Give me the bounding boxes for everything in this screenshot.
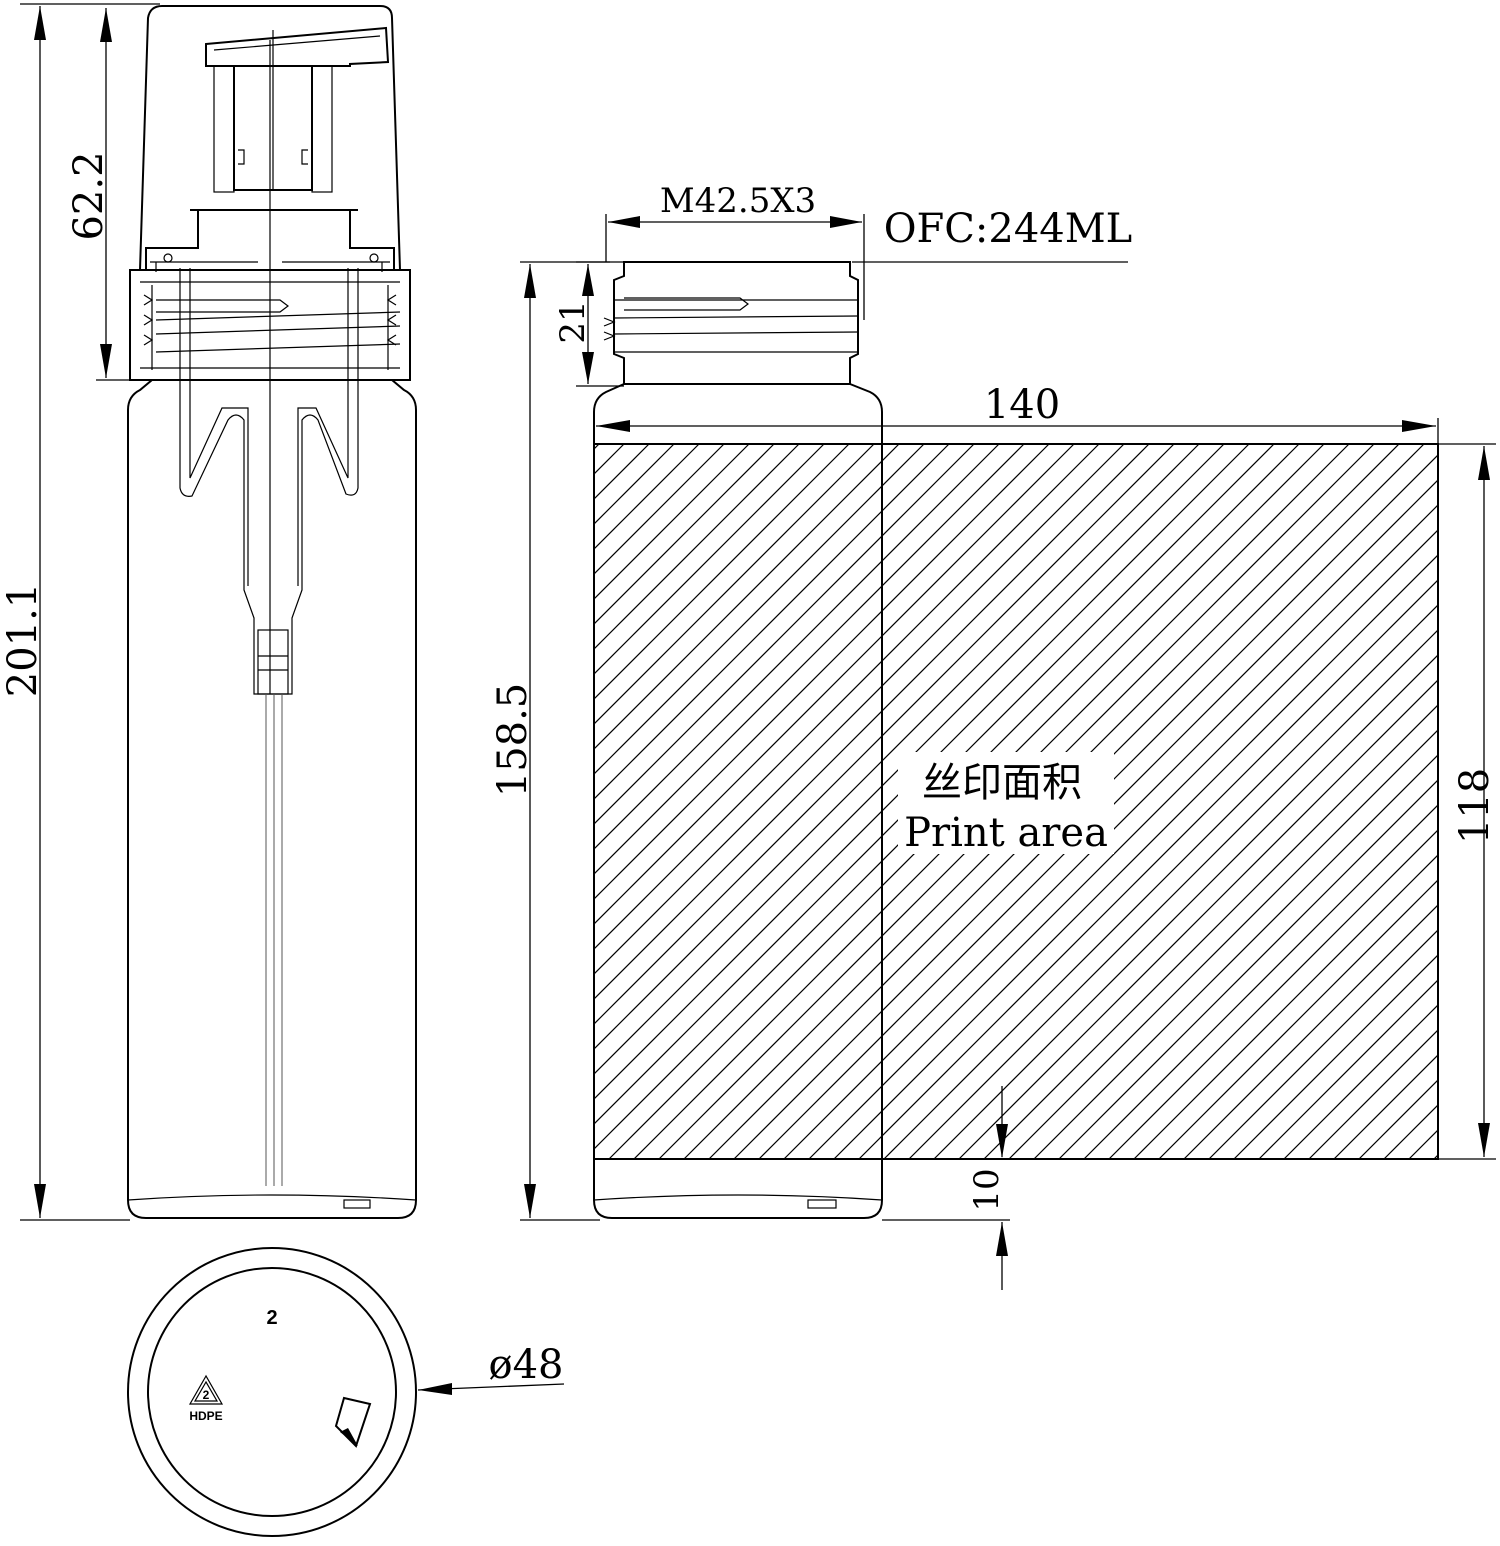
bottom-view: 2 2 HDPE ø48 bbox=[127, 1247, 565, 1537]
pump-housing bbox=[179, 40, 359, 1186]
label-print-width: 140 bbox=[984, 382, 1060, 428]
hatch-line bbox=[594, 444, 1075, 925]
hatch-line bbox=[1158, 879, 1438, 1159]
hatch-line bbox=[933, 654, 1438, 1159]
neck-thread bbox=[143, 285, 401, 370]
bottle-body-right bbox=[593, 383, 883, 1219]
hatch-line bbox=[594, 444, 1225, 1075]
hatch-line bbox=[958, 679, 1438, 1159]
dimension-print-height: 118 bbox=[1438, 443, 1498, 1160]
material-code: HDPE bbox=[189, 1409, 222, 1423]
neck-finish bbox=[603, 261, 859, 385]
hatch-line bbox=[594, 444, 850, 700]
hatch-line bbox=[1283, 1004, 1438, 1159]
hatch-line bbox=[594, 444, 600, 450]
label-bottle-height: 158.5 bbox=[490, 683, 536, 798]
hatch-line bbox=[594, 444, 1200, 1050]
label-capacity: OFC:244ML bbox=[884, 206, 1133, 252]
hatch-line bbox=[594, 444, 1250, 1100]
hatch-line bbox=[1183, 904, 1438, 1159]
hatch-line bbox=[883, 604, 1438, 1159]
mold-number: 2 bbox=[266, 1307, 277, 1329]
dimension-diameter: ø48 bbox=[417, 1342, 565, 1395]
hatch-line bbox=[808, 529, 1438, 1159]
label-diameter: ø48 bbox=[489, 1342, 564, 1388]
hatch-line bbox=[1083, 804, 1438, 1159]
hatch-line bbox=[783, 504, 1438, 1159]
hatch-line bbox=[594, 444, 925, 775]
print-area: 丝印面积 Print area bbox=[0, 443, 1439, 1160]
hatch-line bbox=[594, 444, 1025, 875]
pump-actuator bbox=[205, 26, 390, 193]
hatch-line bbox=[908, 629, 1438, 1159]
hatch-line bbox=[594, 444, 975, 825]
hatch-line bbox=[594, 444, 950, 800]
hatch-line bbox=[1133, 854, 1438, 1159]
dimension-bottle-height: 158.5 bbox=[490, 261, 610, 1221]
dimension-bottom-margin: 10 bbox=[882, 1086, 1010, 1290]
hatch-line bbox=[858, 579, 1438, 1159]
bottle-body bbox=[127, 379, 417, 1219]
hatch-line bbox=[594, 444, 775, 625]
hatch-line bbox=[594, 444, 675, 525]
label-neck-height: 21 bbox=[553, 300, 593, 343]
hatch-line bbox=[758, 479, 1438, 1159]
hatch-line bbox=[1058, 779, 1438, 1159]
hatch-line bbox=[594, 444, 875, 725]
dimension-print-width: 140 bbox=[596, 382, 1439, 444]
print-area-hatching bbox=[0, 444, 1438, 1159]
overcap bbox=[139, 5, 401, 271]
hatch-line bbox=[594, 444, 1050, 900]
hatch-line bbox=[1008, 729, 1438, 1159]
hatch-line bbox=[594, 444, 1000, 850]
hatch-line bbox=[0, 444, 574, 1159]
dimension-neck-thread: M42.5X3 bbox=[605, 181, 865, 320]
hatch-line bbox=[1208, 929, 1438, 1159]
hatch-line bbox=[594, 444, 750, 600]
dimension-pump-height: 62.2 bbox=[66, 8, 140, 381]
recycling-triangle-icon: 2 HDPE bbox=[188, 1374, 224, 1423]
hatch-line bbox=[594, 444, 1150, 1000]
dimension-total-height: 201.1 bbox=[0, 3, 160, 1221]
print-area-label-en: Print area bbox=[904, 810, 1108, 856]
hatch-line bbox=[594, 444, 725, 575]
hatch-line bbox=[594, 444, 825, 675]
hatch-line bbox=[1233, 954, 1438, 1159]
hatch-line bbox=[594, 444, 650, 500]
hatch-line bbox=[594, 444, 1125, 975]
label-print-height: 118 bbox=[1452, 768, 1498, 844]
label-pump-height: 62.2 bbox=[66, 151, 112, 240]
side-view-assembled: 201.1 62.2 bbox=[0, 3, 417, 1221]
hatch-line bbox=[1308, 1029, 1438, 1159]
hatch-line bbox=[594, 444, 1100, 950]
dimension-neck-height: 21 bbox=[553, 261, 624, 387]
pump-collar bbox=[145, 210, 395, 270]
print-area-label-cn: 丝印面积 bbox=[922, 760, 1082, 806]
recycle-code: 2 bbox=[203, 1388, 210, 1402]
hatch-line bbox=[594, 444, 800, 650]
hatch-line bbox=[594, 444, 1175, 1025]
hatch-line bbox=[594, 444, 900, 750]
hatch-line bbox=[1258, 979, 1438, 1159]
capacity-callout: OFC:244ML bbox=[852, 206, 1133, 263]
hatch-line bbox=[833, 554, 1438, 1159]
side-view-bottle: 丝印面积 Print area M42.5X3 OFC:244ML 21 bbox=[0, 181, 1498, 1290]
label-total-height: 201.1 bbox=[0, 583, 46, 698]
label-bottom-margin: 10 bbox=[967, 1168, 1007, 1211]
hatch-line bbox=[1108, 829, 1438, 1159]
hatch-line bbox=[983, 704, 1438, 1159]
hatch-line bbox=[1033, 754, 1438, 1159]
label-neck-thread: M42.5X3 bbox=[660, 181, 816, 221]
gate-mark bbox=[334, 1396, 372, 1448]
